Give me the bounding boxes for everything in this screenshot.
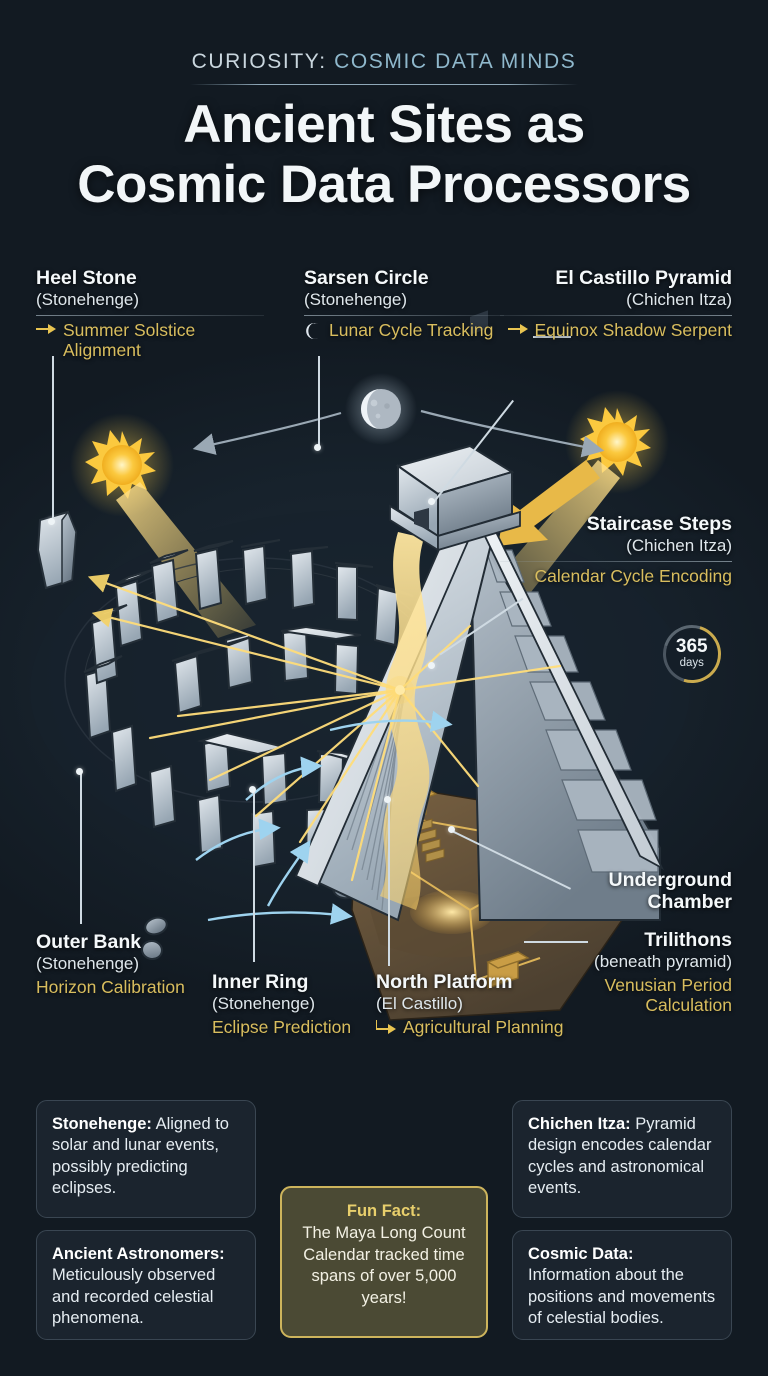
callout-divider bbox=[36, 314, 264, 316]
main-illustration bbox=[30, 310, 690, 1021]
fun-fact-text: The Maya Long Count Calendar tracked tim… bbox=[302, 1224, 466, 1307]
callout-staircase-steps[interactable]: Staircase Steps (Chichen Itza) Calendar … bbox=[500, 513, 732, 586]
callout-name: Staircase Steps bbox=[586, 513, 732, 535]
inner-trilithon-ring bbox=[141, 625, 383, 961]
info-card-cosmic-data[interactable]: Cosmic Data: Information about the posit… bbox=[512, 1230, 732, 1340]
solar-ray-lines bbox=[87, 573, 562, 882]
callout-function: Calendar Cycle Encoding bbox=[534, 565, 732, 586]
callout-heel-stone[interactable]: Heel Stone (Stonehenge) Summer Solstice … bbox=[36, 267, 264, 361]
arrow-right-icon bbox=[36, 322, 56, 341]
leader-north-platform bbox=[388, 800, 390, 966]
leader-outer-bank bbox=[80, 772, 82, 924]
badge-value: 365 bbox=[676, 636, 708, 658]
callout-divider bbox=[500, 560, 732, 562]
sun-right-icon bbox=[565, 390, 669, 494]
card-text: Meticulously observed and recorded celes… bbox=[52, 1266, 216, 1328]
leader-dot-heel-stone bbox=[48, 518, 55, 525]
callout-outer-bank[interactable]: Outer Bank (Stonehenge) Horizon Calibrat… bbox=[36, 931, 236, 997]
leader-heel-stone bbox=[52, 356, 54, 522]
card-text: Pyramid design encodes calendar cycles a… bbox=[528, 1115, 712, 1198]
callout-underground-chamber[interactable]: Underground Chamber bbox=[560, 869, 732, 914]
fun-fact-card[interactable]: Fun Fact: The Maya Long Count Calendar t… bbox=[280, 1186, 488, 1338]
card-term: Chichen Itza: bbox=[528, 1115, 631, 1133]
card-term: Stonehenge: bbox=[52, 1115, 152, 1133]
callout-site: (Stonehenge) bbox=[304, 289, 408, 309]
callout-name: El Castillo Pyramid bbox=[555, 267, 732, 289]
card-term: Ancient Astronomers: bbox=[52, 1245, 225, 1263]
lunar-arc-right bbox=[420, 409, 605, 458]
lunar-arc-left bbox=[192, 411, 342, 455]
leader-sarsen-circle bbox=[318, 356, 320, 448]
leader-dot-sarsen-circle bbox=[314, 444, 321, 451]
callout-name: Sarsen Circle bbox=[304, 267, 429, 289]
pyramid-temple-top bbox=[389, 310, 521, 552]
callout-function: Summer Solstice Alignment bbox=[63, 319, 196, 361]
arrow-corner-icon bbox=[375, 1019, 396, 1040]
callout-name: Heel Stone bbox=[36, 267, 137, 289]
lunar-arc-arrows bbox=[195, 710, 453, 925]
callout-function: Lunar Cycle Tracking bbox=[329, 319, 494, 340]
leader-dot-inner-ring bbox=[249, 786, 256, 793]
callout-name: North Platform bbox=[376, 971, 513, 993]
leader-trilithons bbox=[524, 941, 588, 943]
page-title: Ancient Sites as Cosmic Data Processors bbox=[0, 95, 768, 215]
callout-site: (Stonehenge) bbox=[36, 289, 140, 309]
card-text: Aligned to solar and lunar events, possi… bbox=[52, 1115, 229, 1198]
title-line-2: Cosmic Data Processors bbox=[77, 154, 691, 214]
callout-divider bbox=[500, 314, 732, 316]
leader-el-castillo-h bbox=[533, 336, 571, 338]
eyebrow-highlight: COSMIC DATA MINDS bbox=[334, 50, 577, 73]
fun-fact-title: Fun Fact: bbox=[346, 1202, 422, 1220]
callout-el-castillo-pyramid[interactable]: El Castillo Pyramid (Chichen Itza) Equin… bbox=[500, 267, 733, 341]
callout-function: Horizon Calibration bbox=[36, 976, 185, 997]
leader-dot-north-platform bbox=[384, 796, 391, 803]
leader-dot-staircase bbox=[428, 662, 435, 669]
title-line-1: Ancient Sites as bbox=[183, 95, 585, 154]
header-divider bbox=[190, 84, 578, 85]
callout-site: (Chichen Itza) bbox=[626, 535, 732, 555]
callout-name: Trilithons bbox=[644, 929, 732, 951]
callout-function: Eclipse Prediction bbox=[212, 1016, 352, 1037]
eyebrow-kicker: CURIOSITY: COSMIC DATA MINDS bbox=[0, 50, 768, 74]
moon-icon bbox=[345, 373, 417, 445]
equinox-arrow-icon bbox=[498, 460, 600, 546]
callout-divider bbox=[304, 314, 504, 316]
callout-sarsen-circle[interactable]: Sarsen Circle (Stonehenge) Lunar Cycle T… bbox=[304, 267, 504, 345]
sun-left-icon bbox=[70, 413, 174, 517]
heel-stone-monolith bbox=[36, 510, 78, 590]
leader-dot-el-castillo bbox=[428, 498, 435, 505]
callout-site: (Stonehenge) bbox=[36, 953, 140, 973]
callout-site: (Chichen Itza) bbox=[626, 289, 732, 309]
callout-function: Agricultural Planning bbox=[403, 1016, 564, 1037]
card-term: Cosmic Data: bbox=[528, 1245, 634, 1263]
callout-site: (beneath pyramid) bbox=[594, 951, 732, 971]
leader-dot-outer-bank bbox=[76, 768, 83, 775]
callout-name: Underground Chamber bbox=[608, 869, 732, 913]
callout-site: (El Castillo) bbox=[376, 993, 463, 1013]
badge-unit: days bbox=[679, 657, 705, 670]
crescent-moon-icon bbox=[304, 322, 322, 345]
callout-site: (Stonehenge) bbox=[212, 993, 316, 1013]
callout-function: Venusian Period Calculation bbox=[604, 974, 732, 1016]
info-card-chichen-itza[interactable]: Chichen Itza: Pyramid design encodes cal… bbox=[512, 1100, 732, 1218]
card-text: Information about the positions and move… bbox=[528, 1266, 716, 1328]
callout-inner-ring[interactable]: Inner Ring (Stonehenge) Eclipse Predicti… bbox=[212, 971, 388, 1037]
callout-name: Outer Bank bbox=[36, 931, 142, 953]
arrow-right-icon bbox=[507, 322, 528, 341]
leader-inner-ring bbox=[253, 790, 255, 962]
callout-name: Inner Ring bbox=[212, 971, 309, 993]
info-card-stonehenge[interactable]: Stonehenge: Aligned to solar and lunar e… bbox=[36, 1100, 256, 1218]
callout-trilithons[interactable]: Trilithons (beneath pyramid) Venusian Pe… bbox=[520, 929, 732, 1016]
eyebrow-prefix: CURIOSITY: bbox=[191, 50, 335, 73]
chamber-altar bbox=[410, 890, 494, 934]
callout-north-platform[interactable]: North Platform (El Castillo) Agricultura… bbox=[375, 971, 576, 1040]
leader-dot-underground-chamber bbox=[448, 826, 455, 833]
info-card-ancient-astronomers[interactable]: Ancient Astronomers: Meticulously observ… bbox=[36, 1230, 256, 1340]
callout-function: Equinox Shadow Serpent bbox=[534, 319, 733, 340]
